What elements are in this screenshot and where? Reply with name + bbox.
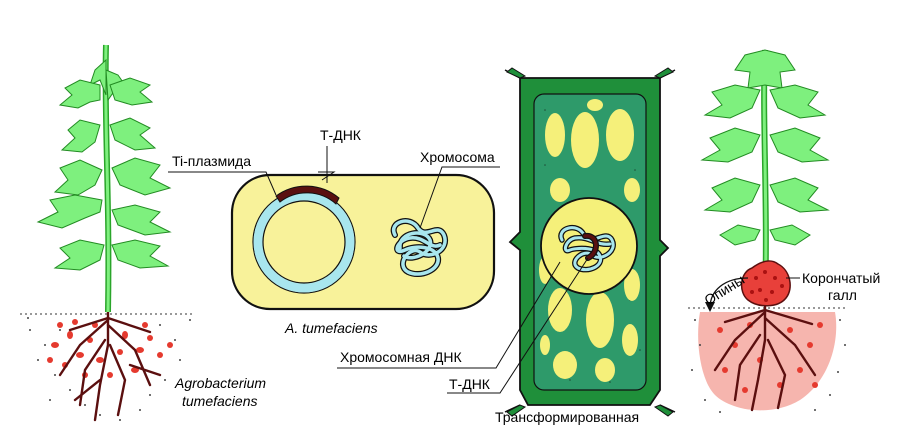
chromosome-coil — [390, 218, 449, 278]
bacterium-cell — [230, 173, 496, 311]
leaves-left — [36, 58, 172, 271]
chromosome-label: Хромосома — [420, 149, 495, 165]
cell-leader-lines — [337, 257, 589, 394]
agrobacterium-label-line1: Agrobacterium — [174, 375, 266, 391]
soil-right — [688, 307, 846, 413]
crown-gall — [740, 260, 791, 307]
agrobacterium-label-line2: tumefaciens — [182, 393, 257, 409]
roots-left — [58, 310, 162, 422]
crown-gall-label-line2: галл — [828, 287, 857, 303]
species-label: A. tumefaciens — [284, 320, 378, 336]
t-dna-label-bottom: Т-ДНК — [449, 376, 491, 392]
tumor-halo — [698, 312, 837, 411]
opines-label: Опины — [701, 271, 747, 308]
infected-plant — [688, 49, 846, 413]
bacterium-leader-lines — [168, 166, 500, 229]
nuclear-chromosome-coil — [558, 224, 616, 273]
healthy-plant — [20, 44, 195, 422]
vacuoles — [539, 99, 640, 382]
chromosomal-dna-label: Хромосомная ДНК — [340, 349, 462, 365]
transformed-label: Трансформированная — [495, 409, 639, 425]
leaves-right — [700, 49, 830, 246]
ti-plasmid-label: Ti-плазмида — [172, 153, 251, 169]
nucleus — [540, 197, 638, 295]
crown-gall-label-line1: Корончатый — [802, 270, 880, 286]
t-dna-label-top: Т-ДНК — [320, 127, 362, 143]
transformed-plant-cell — [504, 67, 676, 417]
t-dna-segment — [275, 185, 340, 205]
roots-right — [713, 303, 817, 412]
soil-left — [20, 313, 195, 421]
